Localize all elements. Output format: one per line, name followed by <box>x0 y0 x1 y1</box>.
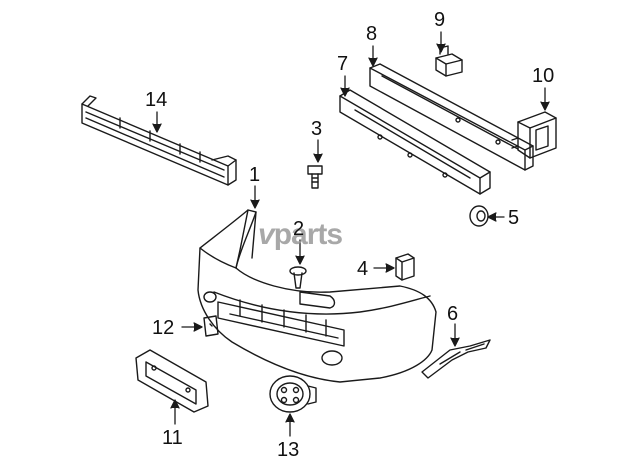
part-8-reinforcement <box>369 63 534 171</box>
callout-5: 5 <box>508 207 520 229</box>
callout-4: 4 <box>357 258 369 280</box>
callout-7: 7 <box>337 53 349 75</box>
callout-9: 9 <box>434 9 446 31</box>
callout-6: 6 <box>447 303 459 325</box>
callout-13: 13 <box>277 439 300 461</box>
part-5-nut <box>469 205 489 227</box>
part-10-bracket <box>511 111 557 159</box>
part-11-license-bracket <box>135 349 209 413</box>
part-12-bracket <box>203 315 219 337</box>
part-2-push-pin <box>289 266 307 289</box>
callout-12: 12 <box>152 317 175 339</box>
callout-10: 10 <box>532 65 555 87</box>
callout-3: 3 <box>311 118 323 140</box>
callout-2: 2 <box>293 218 305 240</box>
leader-arrows <box>152 31 550 437</box>
callout-8: 8 <box>366 23 378 45</box>
part-14-grille-bar <box>81 95 237 186</box>
callout-11: 11 <box>162 427 183 449</box>
part-6-stiffener <box>421 339 491 379</box>
part-1-bumper-cover <box>197 209 437 383</box>
part-3-bolt <box>307 165 323 189</box>
vparts-watermark-logo: vparts <box>258 218 343 251</box>
part-13-fog-lamp <box>269 375 317 413</box>
part-7-impact-bar <box>339 89 491 195</box>
part-4-clip <box>395 253 415 281</box>
callout-14: 14 <box>145 89 168 111</box>
callout-1: 1 <box>249 164 261 186</box>
